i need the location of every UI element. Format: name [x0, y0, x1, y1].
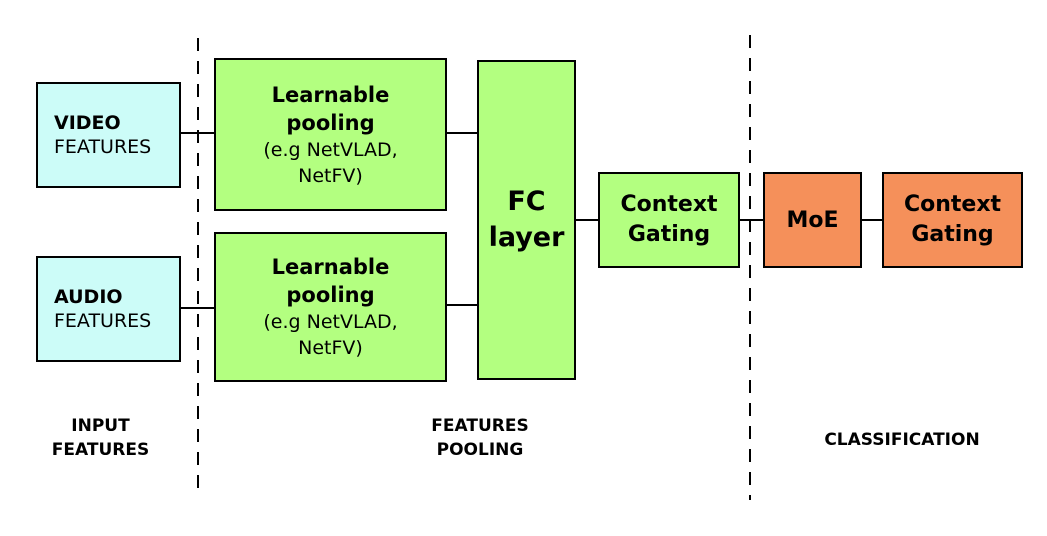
- audio-features-title: AUDIO: [54, 285, 123, 308]
- section-label-pooling: FEATURES POOLING: [405, 414, 555, 462]
- learnable-pooling-top-box: Learnable pooling (e.g NetVLAD, NetFV): [214, 58, 447, 211]
- section-pooling-line2: POOLING: [436, 440, 524, 460]
- context-gating-classification-box: Context Gating: [882, 172, 1023, 268]
- pooling-bottom-title2: pooling: [286, 283, 375, 307]
- moe-label: MoE: [786, 207, 839, 233]
- video-features-title: VIDEO: [54, 111, 121, 134]
- learnable-pooling-bottom-box: Learnable pooling (e.g NetVLAD, NetFV): [214, 232, 447, 382]
- section-classification-line1: CLASSIFICATION: [824, 430, 980, 450]
- pooling-top-title2: pooling: [286, 110, 375, 135]
- pooling-bottom-note1: (e.g NetVLAD,: [263, 311, 398, 333]
- fc-layer-line2: layer: [488, 222, 565, 253]
- video-features-box: VIDEO FEATURES: [36, 82, 181, 188]
- pooling-bottom-title1: Learnable: [271, 255, 390, 279]
- section-label-input: INPUT FEATURES: [28, 414, 173, 462]
- context-gating-line1: Context: [620, 192, 718, 217]
- context-gating2-line2: Gating: [911, 222, 994, 247]
- context-gating2-line1: Context: [903, 192, 1002, 217]
- pooling-bottom-note2: NetFV): [298, 337, 363, 359]
- pooling-top-title1: Learnable: [271, 82, 390, 107]
- audio-features-subtitle: FEATURES: [54, 309, 152, 332]
- pooling-top-note2: NetFV): [298, 164, 363, 187]
- audio-features-box: AUDIO FEATURES: [36, 256, 181, 362]
- fc-layer-line1: FC: [507, 186, 546, 217]
- section-pooling-line1: FEATURES: [431, 416, 529, 436]
- context-gating-line2: Gating: [627, 222, 711, 247]
- section-label-classification: CLASSIFICATION: [792, 428, 1012, 452]
- section-input-line2: FEATURES: [51, 440, 150, 460]
- video-features-subtitle: FEATURES: [54, 135, 152, 158]
- pooling-top-note1: (e.g NetVLAD,: [263, 138, 398, 161]
- fc-layer-box: FC layer: [477, 60, 576, 380]
- section-input-line1: INPUT: [71, 416, 130, 436]
- context-gating-box: Context Gating: [598, 172, 740, 268]
- moe-box: MoE: [763, 172, 862, 268]
